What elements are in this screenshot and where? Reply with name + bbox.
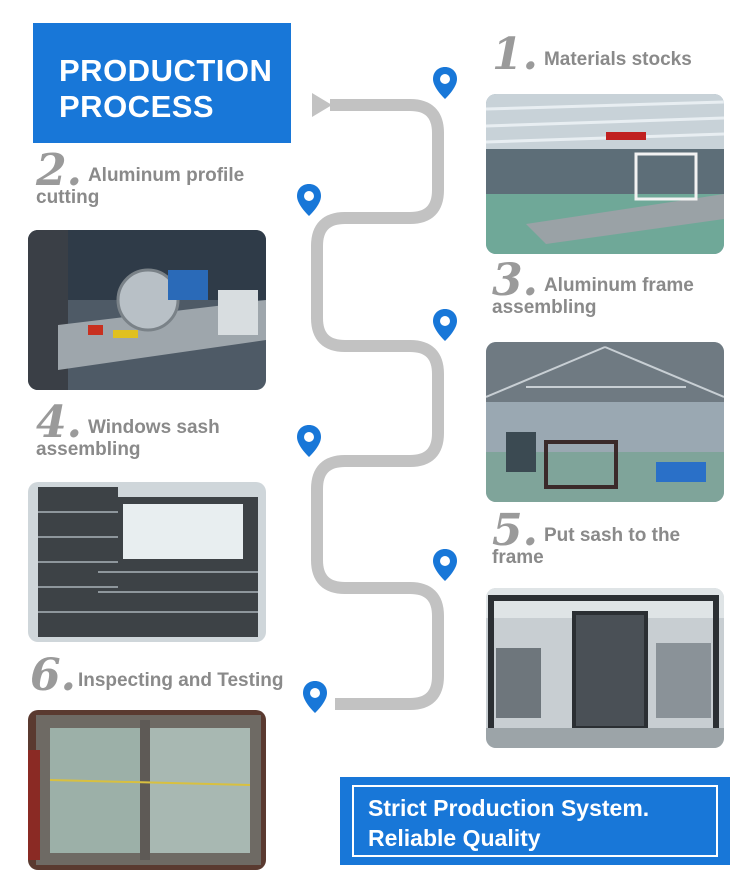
step-5-text-2: frame <box>492 547 544 568</box>
step-4-text-1: Windows sash <box>87 417 220 438</box>
step-5-number: 5. <box>492 505 538 556</box>
step-5-text-1: Put sash to the <box>543 525 681 546</box>
step-3-photo <box>486 342 724 502</box>
arrow-head-icon <box>312 93 332 117</box>
footer-line-2: Reliable Quality <box>368 825 541 851</box>
step-6-photo <box>28 710 266 870</box>
title-line-2: PROCESS <box>59 89 215 124</box>
step-6-label: 6.Inspecting and Testing <box>30 654 284 698</box>
step-1-photo <box>486 94 724 254</box>
step-5-label: 5.Put sash to the frame <box>492 509 681 569</box>
location-pin-icon <box>433 309 457 341</box>
step-3-label: 3.Aluminum frame assembling <box>492 259 694 319</box>
step-3-text-2: assembling <box>492 297 597 318</box>
step-3-number: 3. <box>492 255 538 306</box>
step-2-photo <box>28 230 266 390</box>
step-2-text-2: cutting <box>36 187 100 208</box>
step-2-number: 2. <box>36 145 82 196</box>
location-pin-icon <box>297 425 321 457</box>
footer-frame: Strict Production System. Reliable Quali… <box>352 785 718 857</box>
step-4-photo <box>28 482 266 642</box>
step-3-text-1: Aluminum frame <box>543 275 694 296</box>
step-1-text: Materials stocks <box>543 49 692 70</box>
step-2-text-1: Aluminum profile <box>87 165 245 186</box>
step-1-label: 1.Materials stocks <box>492 33 692 77</box>
page-title: PRODUCTION PROCESS <box>33 23 291 143</box>
step-4-label: 4.Windows sash assembling <box>36 401 220 461</box>
footer-line-1: Strict Production System. <box>368 795 650 821</box>
step-6-number: 6. <box>30 650 76 701</box>
location-pin-icon <box>433 67 457 99</box>
location-pin-icon <box>297 184 321 216</box>
footer-banner: Strict Production System. Reliable Quali… <box>340 777 730 865</box>
location-pin-icon <box>303 681 327 713</box>
location-pin-icon <box>433 549 457 581</box>
step-6-text: Inspecting and Testing <box>77 670 284 691</box>
step-4-number: 4. <box>36 397 82 448</box>
step-4-text-2: assembling <box>36 439 141 460</box>
step-1-number: 1. <box>492 29 538 80</box>
step-5-photo <box>486 588 724 748</box>
step-2-label: 2.Aluminum profile cutting <box>36 149 245 209</box>
title-line-1: PRODUCTION <box>59 53 273 88</box>
